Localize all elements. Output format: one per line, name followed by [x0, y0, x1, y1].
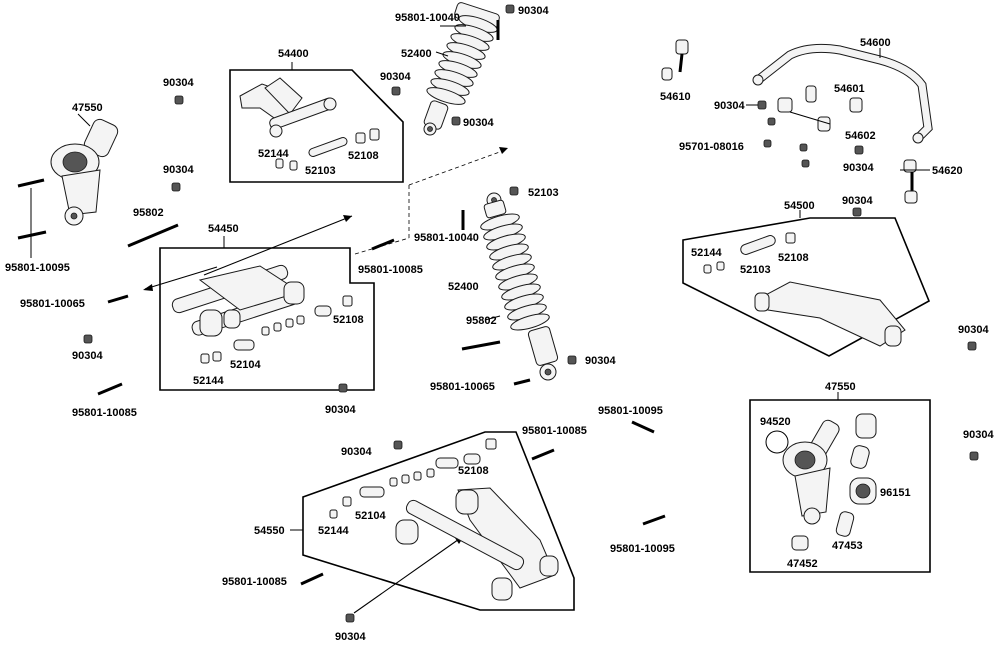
- callout-95801-10085-d: 95801-10085: [222, 576, 287, 588]
- stabilizer-bar-54600: [661, 39, 933, 204]
- callout-95701-08016: 95701-08016: [679, 141, 744, 153]
- callout-90304-i: 90304: [714, 100, 745, 112]
- callout-94520: 94520: [760, 416, 791, 428]
- callout-90304-l: 90304: [958, 324, 989, 336]
- callout-52108-a: 52108: [348, 150, 379, 162]
- callout-90304-o: 90304: [335, 631, 366, 643]
- a-arm-54500: [703, 232, 906, 347]
- knuckle-right: [765, 413, 877, 551]
- callout-52144-d: 52144: [318, 525, 349, 537]
- callout-54601: 54601: [834, 83, 865, 95]
- callout-47453: 47453: [832, 540, 863, 552]
- callout-52104-b: 52104: [355, 510, 386, 522]
- callout-54620: 54620: [932, 165, 963, 177]
- shock-absorber-top: [423, 2, 500, 136]
- callout-95801-10065-a: 95801-10065: [20, 298, 85, 310]
- callout-52400-top: 52400: [401, 48, 432, 60]
- callout-95801-10085-b: 95801-10085: [358, 264, 423, 276]
- callout-95801-10095-b: 95801-10095: [598, 405, 663, 417]
- callout-52104-a: 52104: [230, 359, 261, 371]
- group-frame-54550: [302, 431, 575, 611]
- callout-95801-10065-b: 95801-10065: [430, 381, 495, 393]
- callout-90304-k: 90304: [842, 195, 873, 207]
- group-frame-54500: [682, 217, 931, 357]
- callout-90304-g: 90304: [325, 404, 356, 416]
- callout-52103-b: 52103: [528, 187, 559, 199]
- knuckle-left: [50, 118, 119, 226]
- callout-54450: 54450: [208, 223, 239, 235]
- callout-54550: 54550: [254, 525, 285, 537]
- callout-labels: 95801-10040 90304 52400 54400 90304 9030…: [5, 5, 994, 643]
- callout-90304-m: 90304: [963, 429, 994, 441]
- callout-95801-10085-c: 95801-10085: [522, 425, 587, 437]
- callout-52108-c: 52108: [778, 252, 809, 264]
- callout-47550-right: 47550: [825, 381, 856, 393]
- callout-47550-left: 47550: [72, 102, 103, 114]
- callout-54610: 54610: [660, 91, 691, 103]
- group-frame-54450: [159, 247, 375, 391]
- callout-52108-d: 52108: [458, 465, 489, 477]
- callout-90304-h: 90304: [585, 355, 616, 367]
- callout-90304-b: 90304: [380, 71, 411, 83]
- callout-95802-left: 95802: [133, 207, 164, 219]
- callout-90304-e: 90304: [163, 164, 194, 176]
- leader-lines: [30, 25, 930, 531]
- callout-52144-b: 52144: [193, 375, 224, 387]
- callout-52103-c: 52103: [740, 264, 771, 276]
- group-frame-54400: [229, 69, 404, 183]
- callout-90304-a: 90304: [518, 5, 549, 17]
- callout-90304-d: 90304: [163, 77, 194, 89]
- callout-90304-n: 90304: [341, 446, 372, 458]
- callout-52144-c: 52144: [691, 247, 722, 259]
- callout-54602: 54602: [845, 130, 876, 142]
- group-frame-47550: [749, 399, 931, 573]
- shock-absorber-center: [480, 192, 559, 381]
- callout-95801-10085-a: 95801-10085: [72, 407, 137, 419]
- callout-95801-10095-a: 95801-10095: [5, 262, 70, 274]
- callout-95802-mid: 95802: [466, 315, 497, 327]
- callout-47452: 47452: [787, 558, 818, 570]
- arm-54550: [329, 438, 559, 601]
- bracket-54400: [239, 77, 380, 171]
- loose-fasteners: [17, 4, 979, 623]
- callout-90304-c: 90304: [463, 117, 494, 129]
- callout-52108-b: 52108: [333, 314, 364, 326]
- callout-52144-a: 52144: [258, 148, 289, 160]
- callout-52103-a: 52103: [305, 165, 336, 177]
- arm-54450: [171, 264, 353, 364]
- callout-96151: 96151: [880, 487, 911, 499]
- callout-54600: 54600: [860, 37, 891, 49]
- callout-54500: 54500: [784, 200, 815, 212]
- callout-54400: 54400: [278, 48, 309, 60]
- callout-90304-f: 90304: [72, 350, 103, 362]
- callout-95801-10040-mid: 95801-10040: [414, 232, 479, 244]
- callout-95801-10095-c: 95801-10095: [610, 543, 675, 555]
- callout-52400-mid: 52400: [448, 281, 479, 293]
- callout-90304-j: 90304: [843, 162, 874, 174]
- callout-95801-10040-top: 95801-10040: [395, 12, 460, 24]
